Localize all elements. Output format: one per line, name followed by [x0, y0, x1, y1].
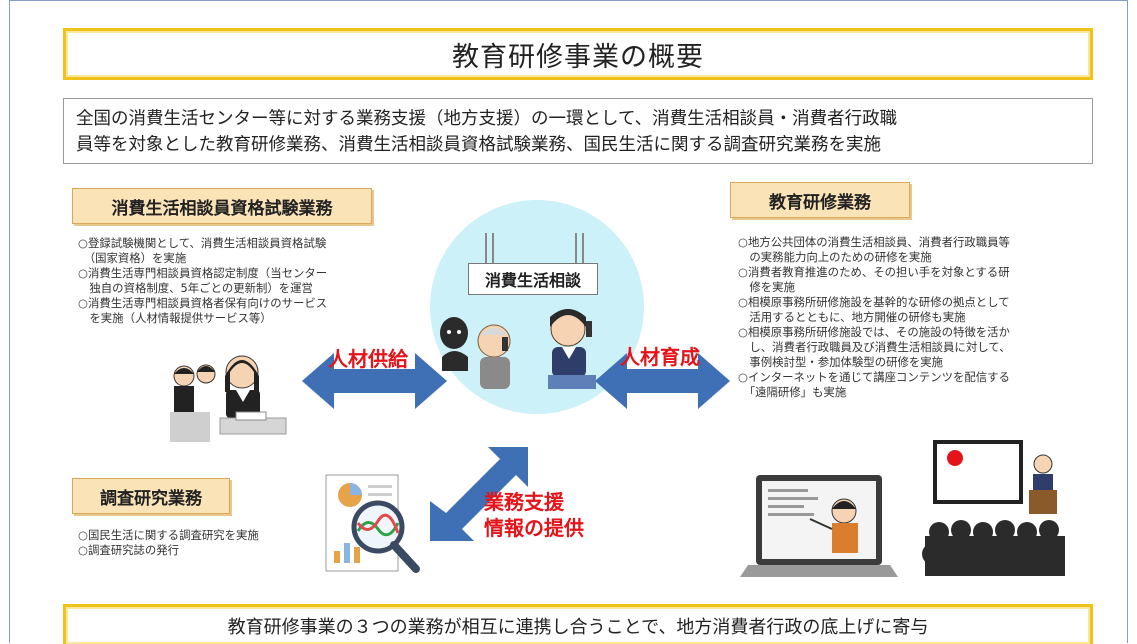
screen-icon [933, 440, 1023, 504]
support-label: 業務支援 情報の提供 [484, 489, 584, 541]
education-line: ○インターネットを通じて講座コンテンツを配信する [738, 370, 1010, 384]
education-line: 事例検討型・参加体験型の研修を実施 [738, 355, 944, 369]
exam-woman-icon [225, 355, 260, 418]
support-arrow [430, 447, 528, 541]
exam-line: ○消費生活専門相談員資格者保有向けのサービス [78, 296, 328, 310]
supply-label: 人材供給 [328, 347, 408, 371]
exam-line: 独自の資格制度、5年ごとの更新制）を運営 [78, 281, 313, 295]
education-heading: 教育研修業務 [730, 182, 910, 218]
consultant-woman-icon [548, 309, 596, 389]
education-line: し、消費者行政職員及び消費生活相談員に対して、 [738, 340, 1011, 354]
student-icon [173, 365, 195, 416]
sign-post [485, 233, 487, 263]
education-line: の実務能力向上のための研修を実施 [738, 250, 932, 264]
support-label-line-2: 情報の提供 [484, 516, 584, 540]
lecture-hall-illustration [922, 440, 1065, 576]
footer-summary: 教育研修事業の３つの業務が相互に連携し合うことで、地方消費者行政の底上げに寄与 [63, 604, 1093, 644]
shadow-person-icon [440, 317, 468, 371]
summary-line-1: 全国の消費生活センター等に対する業務支援（地方支援）の一環として、消費生活相談員… [76, 109, 898, 129]
exam-list: ○登録試験機関として、消費生活相談員資格試験 （国家資格）を実施 ○消費生活専門… [78, 236, 408, 326]
presenter-icon [1029, 454, 1057, 514]
consultation-people-illustration [440, 309, 596, 389]
training-label: 人材育成 [620, 345, 700, 369]
paper-icon [235, 411, 267, 421]
exam-line: ○消費生活専門相談員資格認定制度（当センター [78, 266, 328, 280]
podium-icon [1029, 490, 1057, 514]
education-line: ○消費者教育推進のため、その担い手を対象とする研 [738, 265, 1010, 279]
support-label-line-1: 業務支援 [484, 490, 564, 514]
sign-post [575, 233, 577, 263]
training-arrow [595, 353, 730, 409]
research-heading: 調査研究業務 [72, 478, 230, 514]
sign-post [582, 233, 584, 263]
education-line: ○相模原事務所研修施設を基幹的な研修の拠点として [738, 295, 1010, 309]
arrows-layer [302, 353, 730, 541]
education-line: 修を実施 [738, 280, 795, 294]
summary-box: 全国の消費生活センター等に対する業務支援（地方支援）の一環として、消費生活相談員… [63, 98, 1093, 164]
student-icon [196, 364, 216, 384]
lecturer-icon [809, 498, 858, 553]
summary-line-2: 員等を対象とした教育研修業務、消費生活相談員資格試験業務、国民生活に関する調査研… [76, 135, 881, 155]
consultation-sign: 消費生活相談 [468, 263, 598, 295]
sign-post [492, 233, 494, 263]
education-line: 「遠隔研修」も実施 [738, 385, 847, 399]
audience-icon [922, 520, 1065, 576]
research-line: ○国民生活に関する調査研究を実施 [78, 528, 259, 542]
research-report-illustration [325, 474, 420, 573]
education-line: ○地方公共団体の消費生活相談員、消費者行政職員等 [738, 235, 1010, 249]
education-list: ○地方公共団体の消費生活相談員、消費者行政職員等 の実務能力向上のための研修を実… [738, 235, 1098, 400]
page-title: 教育研修事業の概要 [63, 28, 1093, 80]
exam-line: （国家資格）を実施 [78, 251, 187, 265]
education-line: ○相模原事務所研修施設では、その施設の特徴を活か [738, 325, 1010, 339]
exam-students-illustration [170, 355, 287, 442]
exam-line: ○登録試験機関として、消費生活相談員資格試験 [78, 236, 327, 250]
supply-arrow [302, 353, 447, 409]
diagram-frame: 教育研修事業の概要 全国の消費生活センター等に対する業務支援（地方支援）の一環と… [9, 0, 1128, 644]
research-line: ○調査研究誌の発行 [78, 543, 180, 557]
research-list: ○国民生活に関する調査研究を実施 ○調査研究誌の発行 [78, 528, 338, 558]
education-line: 活用するとともに、地方開催の研修も実施 [738, 310, 966, 324]
exam-heading: 消費生活相談員資格試験業務 [72, 188, 372, 224]
elderly-man-icon [477, 324, 511, 389]
online-training-laptop-illustration [740, 475, 898, 577]
exam-line: を実施（人材情報提供サービス等） [78, 311, 272, 325]
desk-icon [170, 412, 210, 442]
